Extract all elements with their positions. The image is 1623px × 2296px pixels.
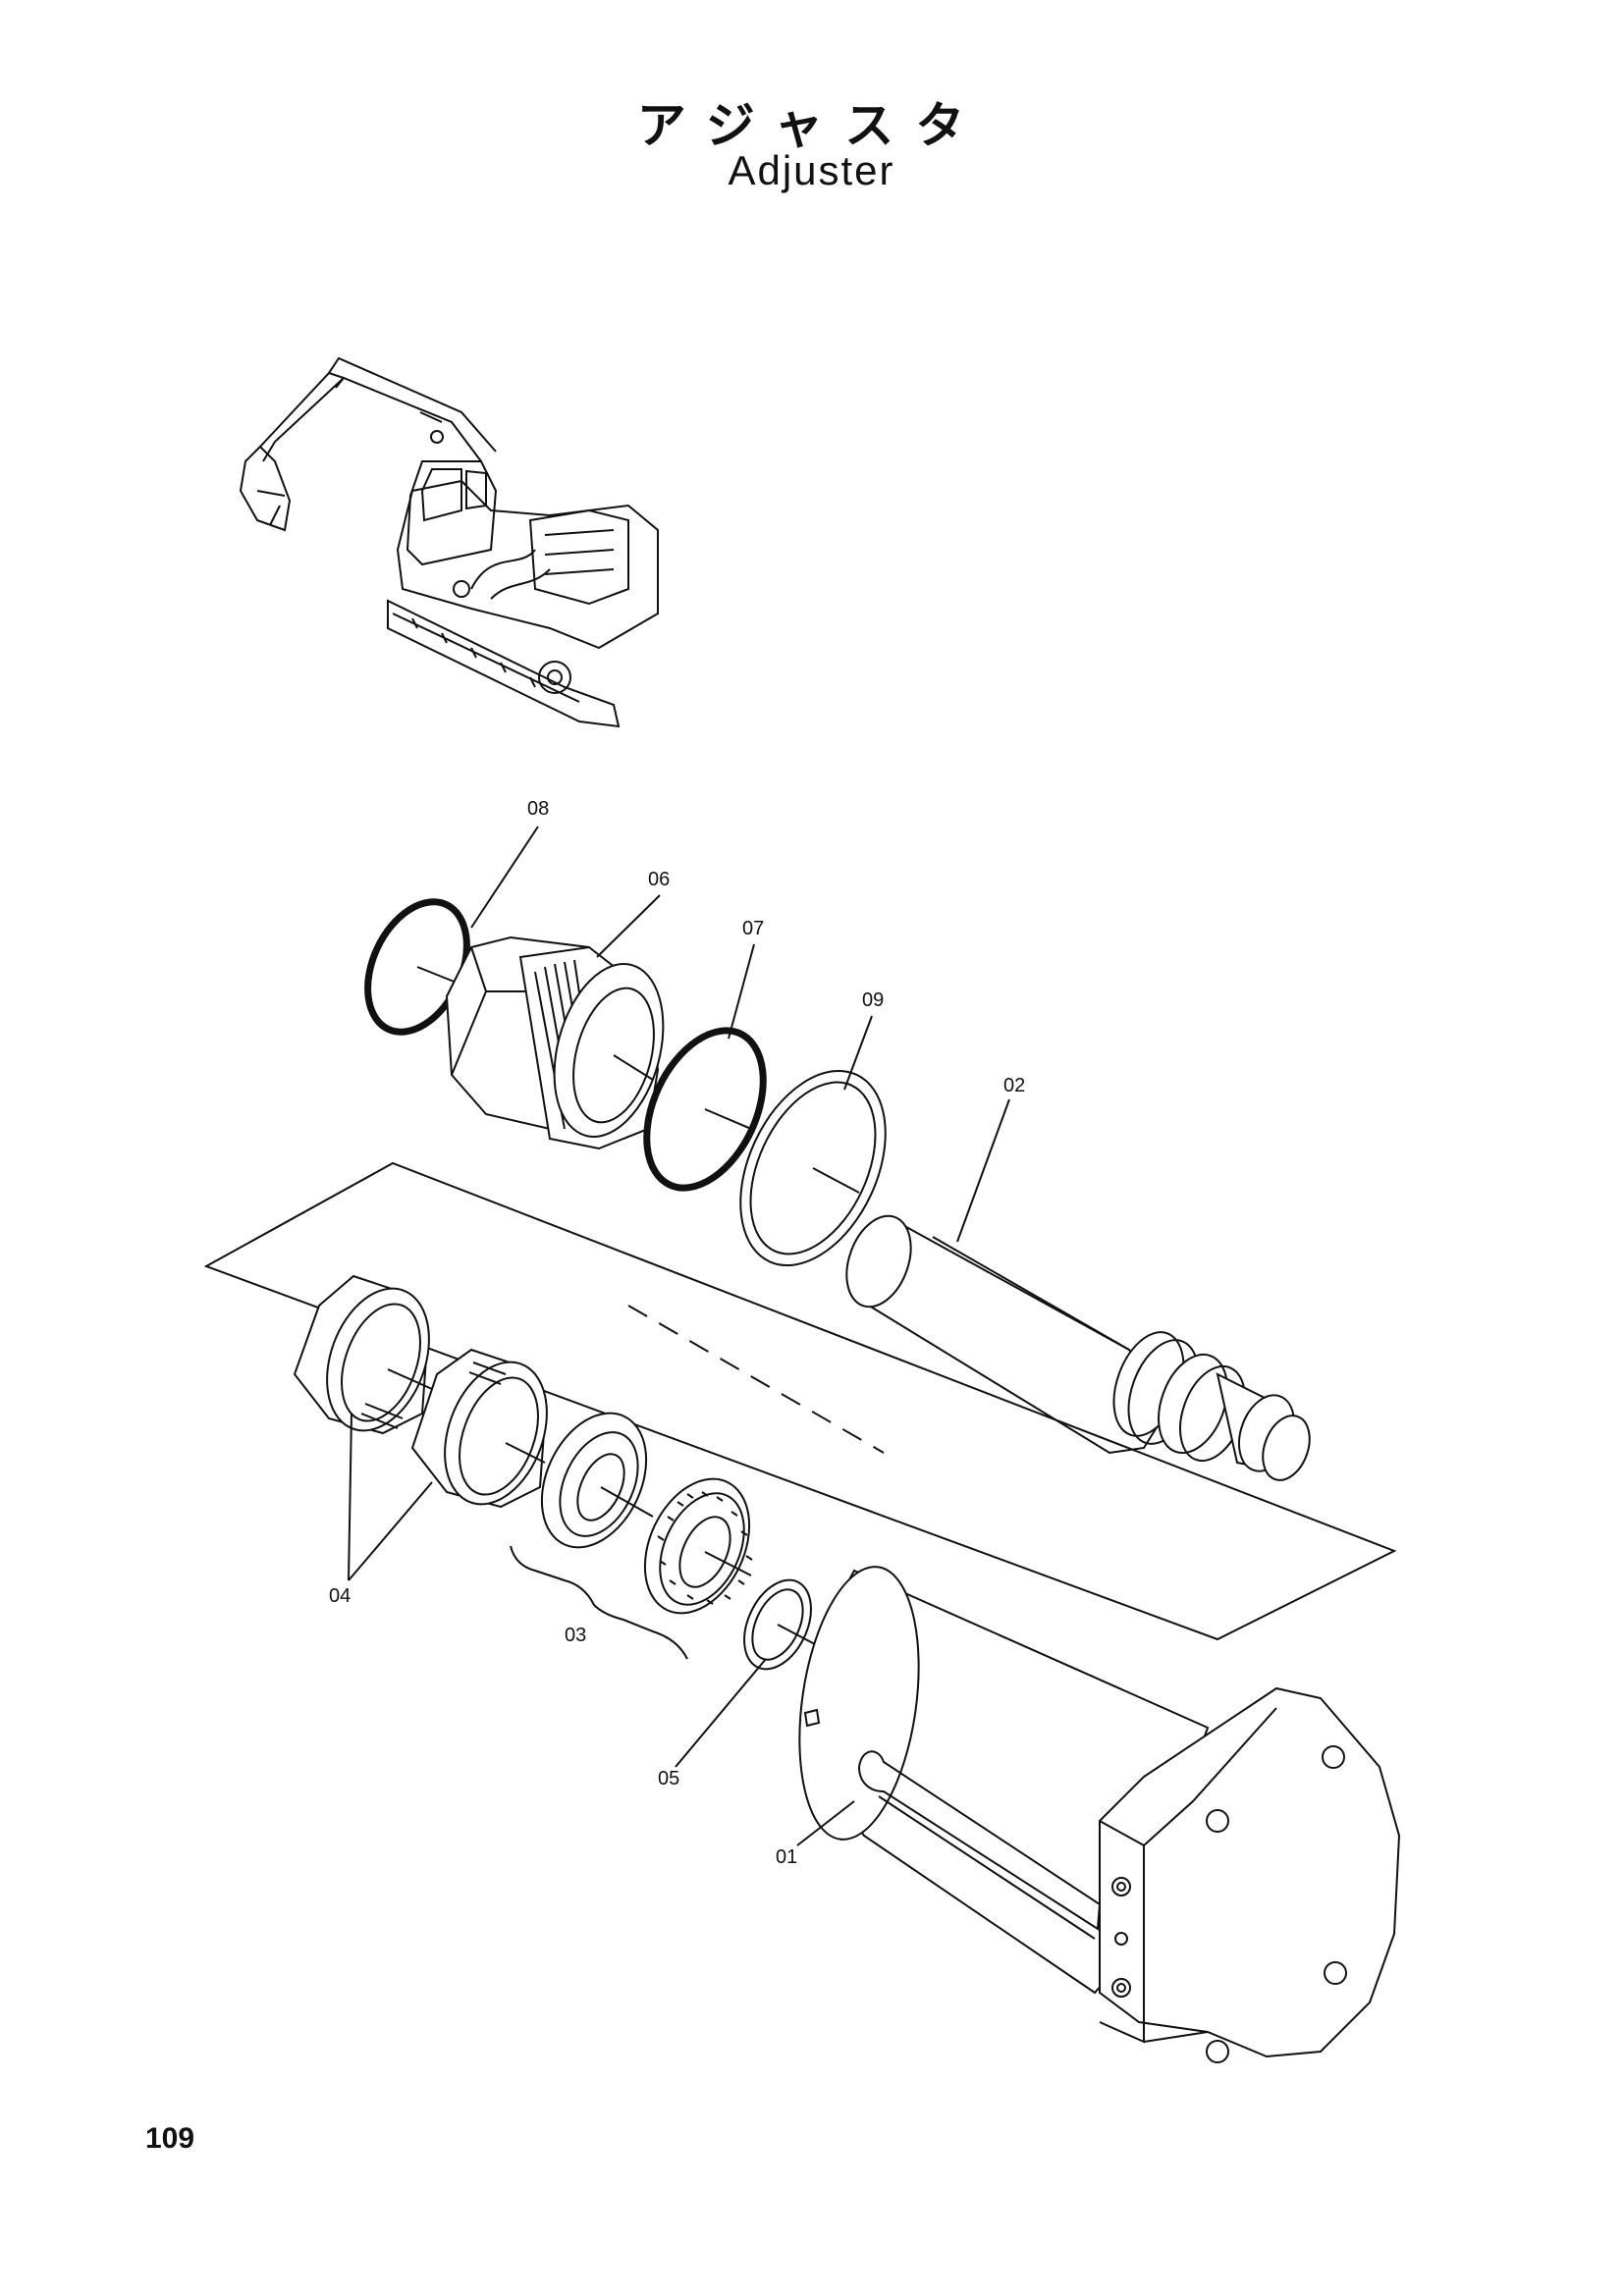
callout-07: 07 [742,918,764,939]
page-title-en: Adjuster [728,147,895,193]
part-01-cylinder [798,1566,1401,2063]
callout-01: 01 [776,1846,797,1868]
callout-06: 06 [648,869,670,890]
part-04-bushings [293,1274,548,1509]
page-title-jp: アジャスタ [636,97,987,154]
callout-03: 03 [565,1625,586,1646]
assembly-frame [203,1161,1397,1641]
part-09-backup-ring [739,1069,887,1267]
callout-08: 08 [527,798,549,820]
part-02-piston-rod [845,1214,1311,1481]
callout-05: 05 [658,1768,679,1789]
part-06-threaded-cap [445,935,665,1150]
leader-lines [348,826,1010,1846]
callout-02: 02 [1003,1075,1025,1096]
callout-04: 04 [329,1585,351,1607]
part-07-o-ring [643,1027,767,1192]
excavator-locator-illustration [239,356,659,728]
callout-09: 09 [862,989,884,1011]
page-number: 109 [145,2122,195,2155]
part-03-seal-set [510,1412,753,1660]
